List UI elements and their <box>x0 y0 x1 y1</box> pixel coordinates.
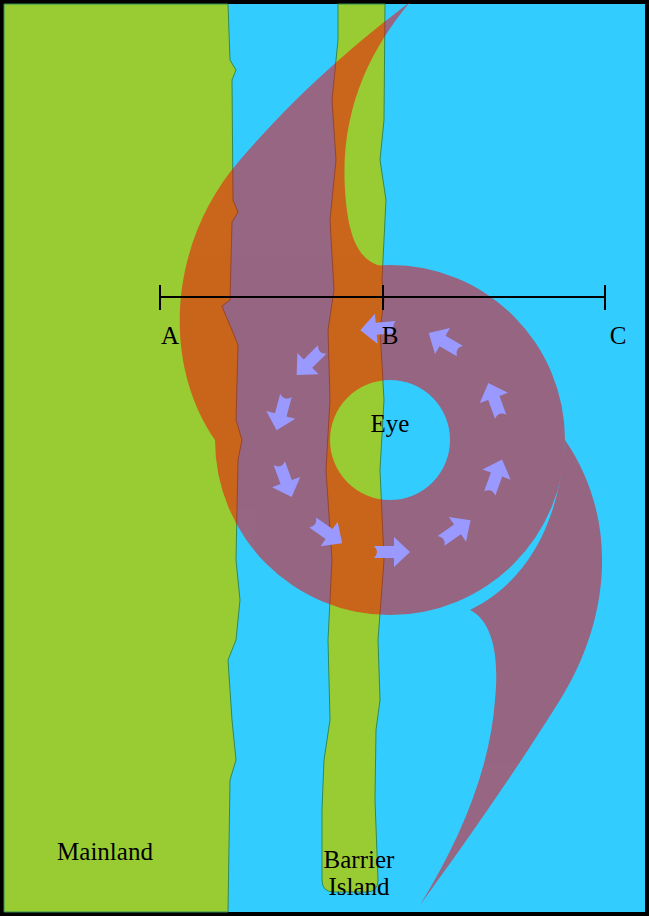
region-label: Barrier Island <box>319 846 399 901</box>
eye-label: Eye <box>371 410 410 438</box>
mainland-shore <box>4 4 242 912</box>
wind-arrow <box>374 537 410 567</box>
wind-arrow <box>421 320 467 364</box>
transect-line <box>160 285 605 310</box>
tick <box>382 285 384 310</box>
eye-circle: Eye <box>330 380 450 500</box>
point-label: B <box>382 322 399 350</box>
wind-arrow <box>304 510 351 555</box>
region-label: Mainland <box>57 838 153 866</box>
hurricane-bands <box>180 2 602 905</box>
wind-arrow <box>286 339 333 386</box>
wind-arrow <box>432 508 479 553</box>
hurricane-tail-south <box>420 440 602 905</box>
wind-arrow <box>265 458 306 502</box>
hurricane-tail-north <box>180 2 410 440</box>
wind-arrows <box>262 312 516 567</box>
wind-arrow <box>474 378 515 422</box>
wind-arrow <box>476 454 517 498</box>
tick <box>604 285 606 310</box>
wind-arrow <box>262 392 300 435</box>
tick <box>159 285 161 310</box>
point-label: A <box>161 322 179 350</box>
point-label: C <box>610 322 627 350</box>
